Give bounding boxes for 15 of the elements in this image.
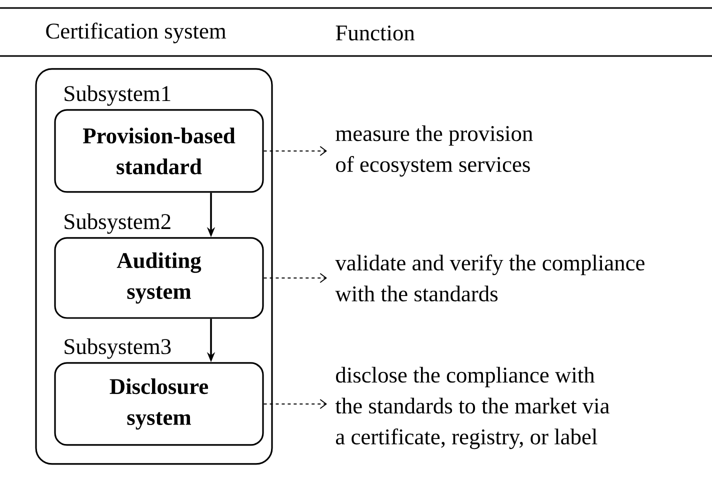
subsystem-heading: Subsystem2 xyxy=(64,213,170,234)
system-container xyxy=(35,68,273,465)
dashed-arrow xyxy=(263,398,327,409)
subsystem-box: Auditing system xyxy=(54,237,264,319)
function-text: validate and verify the compliance with the standards xyxy=(335,254,644,302)
subsystem-heading: Subsystem1 xyxy=(64,85,170,106)
column-heading: Certification system xyxy=(46,22,226,44)
subsystem-box: Provision-based standard xyxy=(54,109,264,193)
column-heading: Function xyxy=(336,25,415,41)
subsystem-box: Disclosure system xyxy=(54,362,264,446)
function-text: disclose the compliance with the standards to the market via a certificate, registry, or label xyxy=(335,366,610,450)
dashed-arrow xyxy=(263,272,327,283)
dashed-arrow xyxy=(263,146,327,156)
function-text: measure the provision of ecosystem services xyxy=(336,125,533,177)
subsystem-heading: Subsystem3 xyxy=(64,338,171,359)
